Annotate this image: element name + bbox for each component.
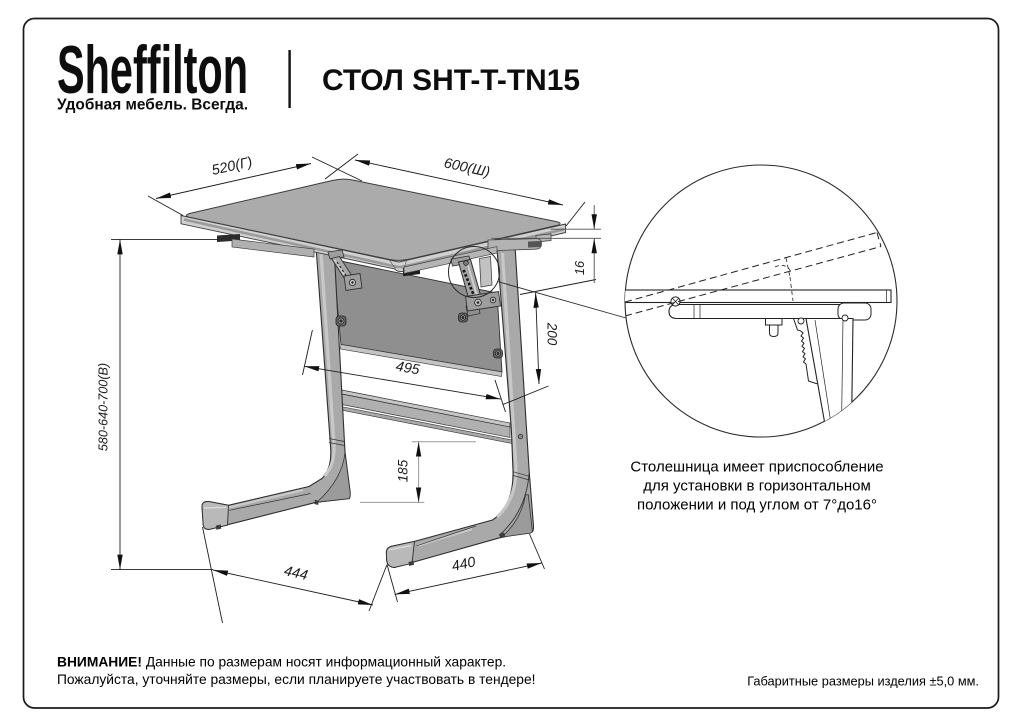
svg-text:Габаритные размеры изделия ±5,: Габаритные размеры изделия ±5,0 мм. xyxy=(747,674,979,689)
svg-text:Sheffilton: Sheffilton xyxy=(57,32,248,108)
svg-text:ВНИМАНИЕ! Данные по размерам н: ВНИМАНИЕ! Данные по размерам носят инфор… xyxy=(57,655,506,670)
svg-text:444: 444 xyxy=(282,563,309,584)
svg-text:СТОЛ SHT-T-TN15: СТОЛ SHT-T-TN15 xyxy=(322,64,580,97)
svg-text:200: 200 xyxy=(545,322,560,346)
svg-text:для установки в горизонтальном: для установки в горизонтальном xyxy=(643,478,871,495)
svg-text:Столешница имеет приспособлени: Столешница имеет приспособление xyxy=(630,459,883,476)
svg-text:положении и под углом от 7°до1: положении и под углом от 7°до16° xyxy=(637,497,877,514)
svg-text:440: 440 xyxy=(450,554,477,575)
svg-text:Удобная мебель. Всегда.: Удобная мебель. Всегда. xyxy=(57,97,248,114)
svg-text:185: 185 xyxy=(396,459,411,482)
svg-text:580-640-700(В): 580-640-700(В) xyxy=(97,363,111,451)
svg-text:16: 16 xyxy=(572,260,587,275)
svg-text:495: 495 xyxy=(395,359,421,379)
svg-text:Пожалуйста, уточняйте размеры,: Пожалуйста, уточняйте размеры, если план… xyxy=(57,672,535,687)
